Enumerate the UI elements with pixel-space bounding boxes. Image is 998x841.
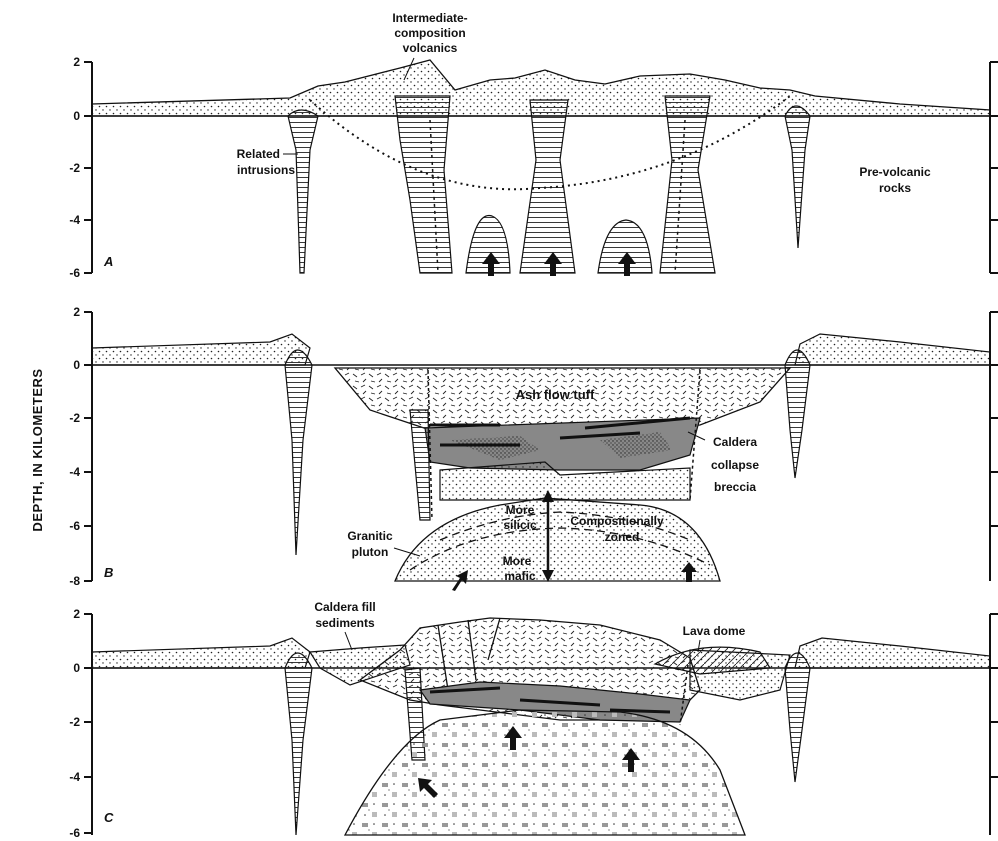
label-pluton-1: Granitic <box>347 529 393 543</box>
panel-c-letter: C <box>104 810 114 825</box>
tick-c-3: -4 <box>69 770 80 784</box>
label-prevolcanic-1: Pre-volcanic <box>859 165 931 179</box>
panel-b-right-axis <box>990 312 998 581</box>
label-breccia-3: breccia <box>714 480 756 494</box>
panel-b-letter: B <box>104 565 113 580</box>
panel-a-conduit-1 <box>395 96 452 273</box>
label-intrusions-1: Related <box>237 147 280 161</box>
panel-a-left-axis: 2 0 -2 -4 -6 <box>69 55 92 280</box>
panel-c-flank-left <box>92 638 310 668</box>
panel-b-ring-fault-left <box>410 410 430 520</box>
label-volcanics-2: composition <box>394 26 465 40</box>
tick-b-4: -6 <box>69 519 80 533</box>
label-volcanics-1: Intermediate- <box>392 11 467 25</box>
panel-b-left-axis: 2 0 -2 -4 -6 -8 <box>69 305 92 588</box>
panel-c-left-axis: 2 0 -2 -4 -6 <box>69 607 92 840</box>
label-zoned-1: Compositionally <box>570 514 664 528</box>
panel-c: 2 0 -2 -4 -6 <box>69 600 998 840</box>
tick-a-3: -4 <box>69 213 80 227</box>
panel-c-intrusion-left <box>285 653 312 835</box>
label-caldera-fill-2: sediments <box>315 616 375 630</box>
label-mafic-2: mafic <box>504 569 536 583</box>
panel-a-intrusion-right <box>785 106 810 248</box>
panel-a: 2 0 -2 -4 -6 Intermediate- comp <box>69 11 998 280</box>
label-volcanics-3: volcanics <box>403 41 458 55</box>
panel-c-granitic-pluton <box>345 710 745 835</box>
y-axis-label: DEPTH, IN KILOMETERS <box>30 368 45 531</box>
tick-b-5: -8 <box>69 574 80 588</box>
tick-c-0: 2 <box>73 607 80 621</box>
label-ash-flow-tuff: Ash flow tuff <box>516 387 595 402</box>
panel-b: 2 0 -2 -4 -6 -8 <box>69 305 998 591</box>
label-lava-dome: Lava dome <box>683 624 746 638</box>
tick-c-2: -2 <box>69 715 80 729</box>
label-pluton-2: pluton <box>352 545 389 559</box>
label-caldera-fill-1: Caldera fill <box>314 600 375 614</box>
panel-a-letter: A <box>103 254 113 269</box>
panel-c-right-axis <box>990 614 998 835</box>
tick-a-0: 2 <box>73 55 80 69</box>
tick-a-2: -2 <box>69 161 80 175</box>
tick-b-1: 0 <box>73 358 80 372</box>
panel-b-intrusion-left <box>285 350 312 555</box>
panel-c-intrusion-right <box>785 653 810 782</box>
tick-b-3: -4 <box>69 465 80 479</box>
label-mafic-1: More <box>503 554 532 568</box>
tick-a-4: -6 <box>69 266 80 280</box>
panel-b-granitic-pluton <box>395 498 720 581</box>
label-silicic-2: silicic <box>503 518 537 532</box>
label-breccia-2: collapse <box>711 458 759 472</box>
tick-b-0: 2 <box>73 305 80 319</box>
tick-a-1: 0 <box>73 109 80 123</box>
label-intrusions-2: intrusions <box>237 163 295 177</box>
panel-a-conduit-3 <box>660 96 715 273</box>
tick-c-1: 0 <box>73 661 80 675</box>
label-prevolcanic-2: rocks <box>879 181 911 195</box>
panel-a-conduit-2 <box>520 100 575 273</box>
panel-a-right-axis <box>990 62 998 273</box>
tick-b-2: -2 <box>69 411 80 425</box>
panel-a-intrusion-left <box>288 110 318 273</box>
label-zoned-2: zoned <box>605 530 640 544</box>
panel-c-flank-right <box>795 638 990 668</box>
label-breccia-1: Caldera <box>713 435 757 449</box>
label-silicic-1: More <box>506 503 535 517</box>
panel-b-flank-right <box>795 334 990 365</box>
tick-c-4: -6 <box>69 826 80 840</box>
panel-b-flank-left <box>92 334 310 365</box>
